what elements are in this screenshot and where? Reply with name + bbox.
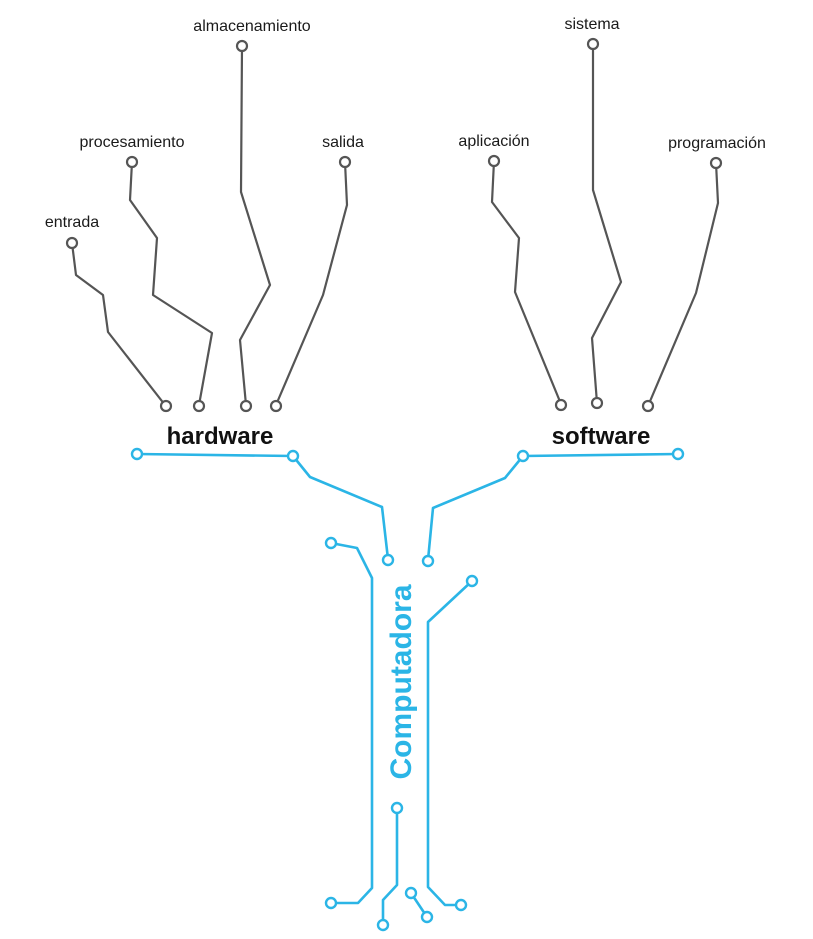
software-label: software [552,423,651,450]
label-entrada: entrada [45,214,99,231]
hardware-branch-procesamiento: procesamiento [80,134,214,413]
blue-circuit [130,447,685,932]
hardware-branch-salida: salida [269,134,364,413]
hardware-branch-entrada: entrada [45,214,173,413]
label-aplicacion: aplicación [458,133,529,150]
label-almacenamiento: almacenamiento [193,18,311,35]
label-salida: salida [322,134,364,151]
label-programacion: programación [668,135,766,152]
computadora-label: Computadora [385,584,418,779]
hardware-label: hardware [167,423,274,450]
software-branch-aplicacion: aplicación [458,133,568,412]
hardware-branch-almacenamiento: almacenamiento [193,18,311,413]
label-procesamiento: procesamiento [80,134,185,151]
label-sistema: sistema [564,16,619,33]
software-branch-programacion: programación [641,135,766,413]
software-branch-sistema: sistema [564,16,623,410]
